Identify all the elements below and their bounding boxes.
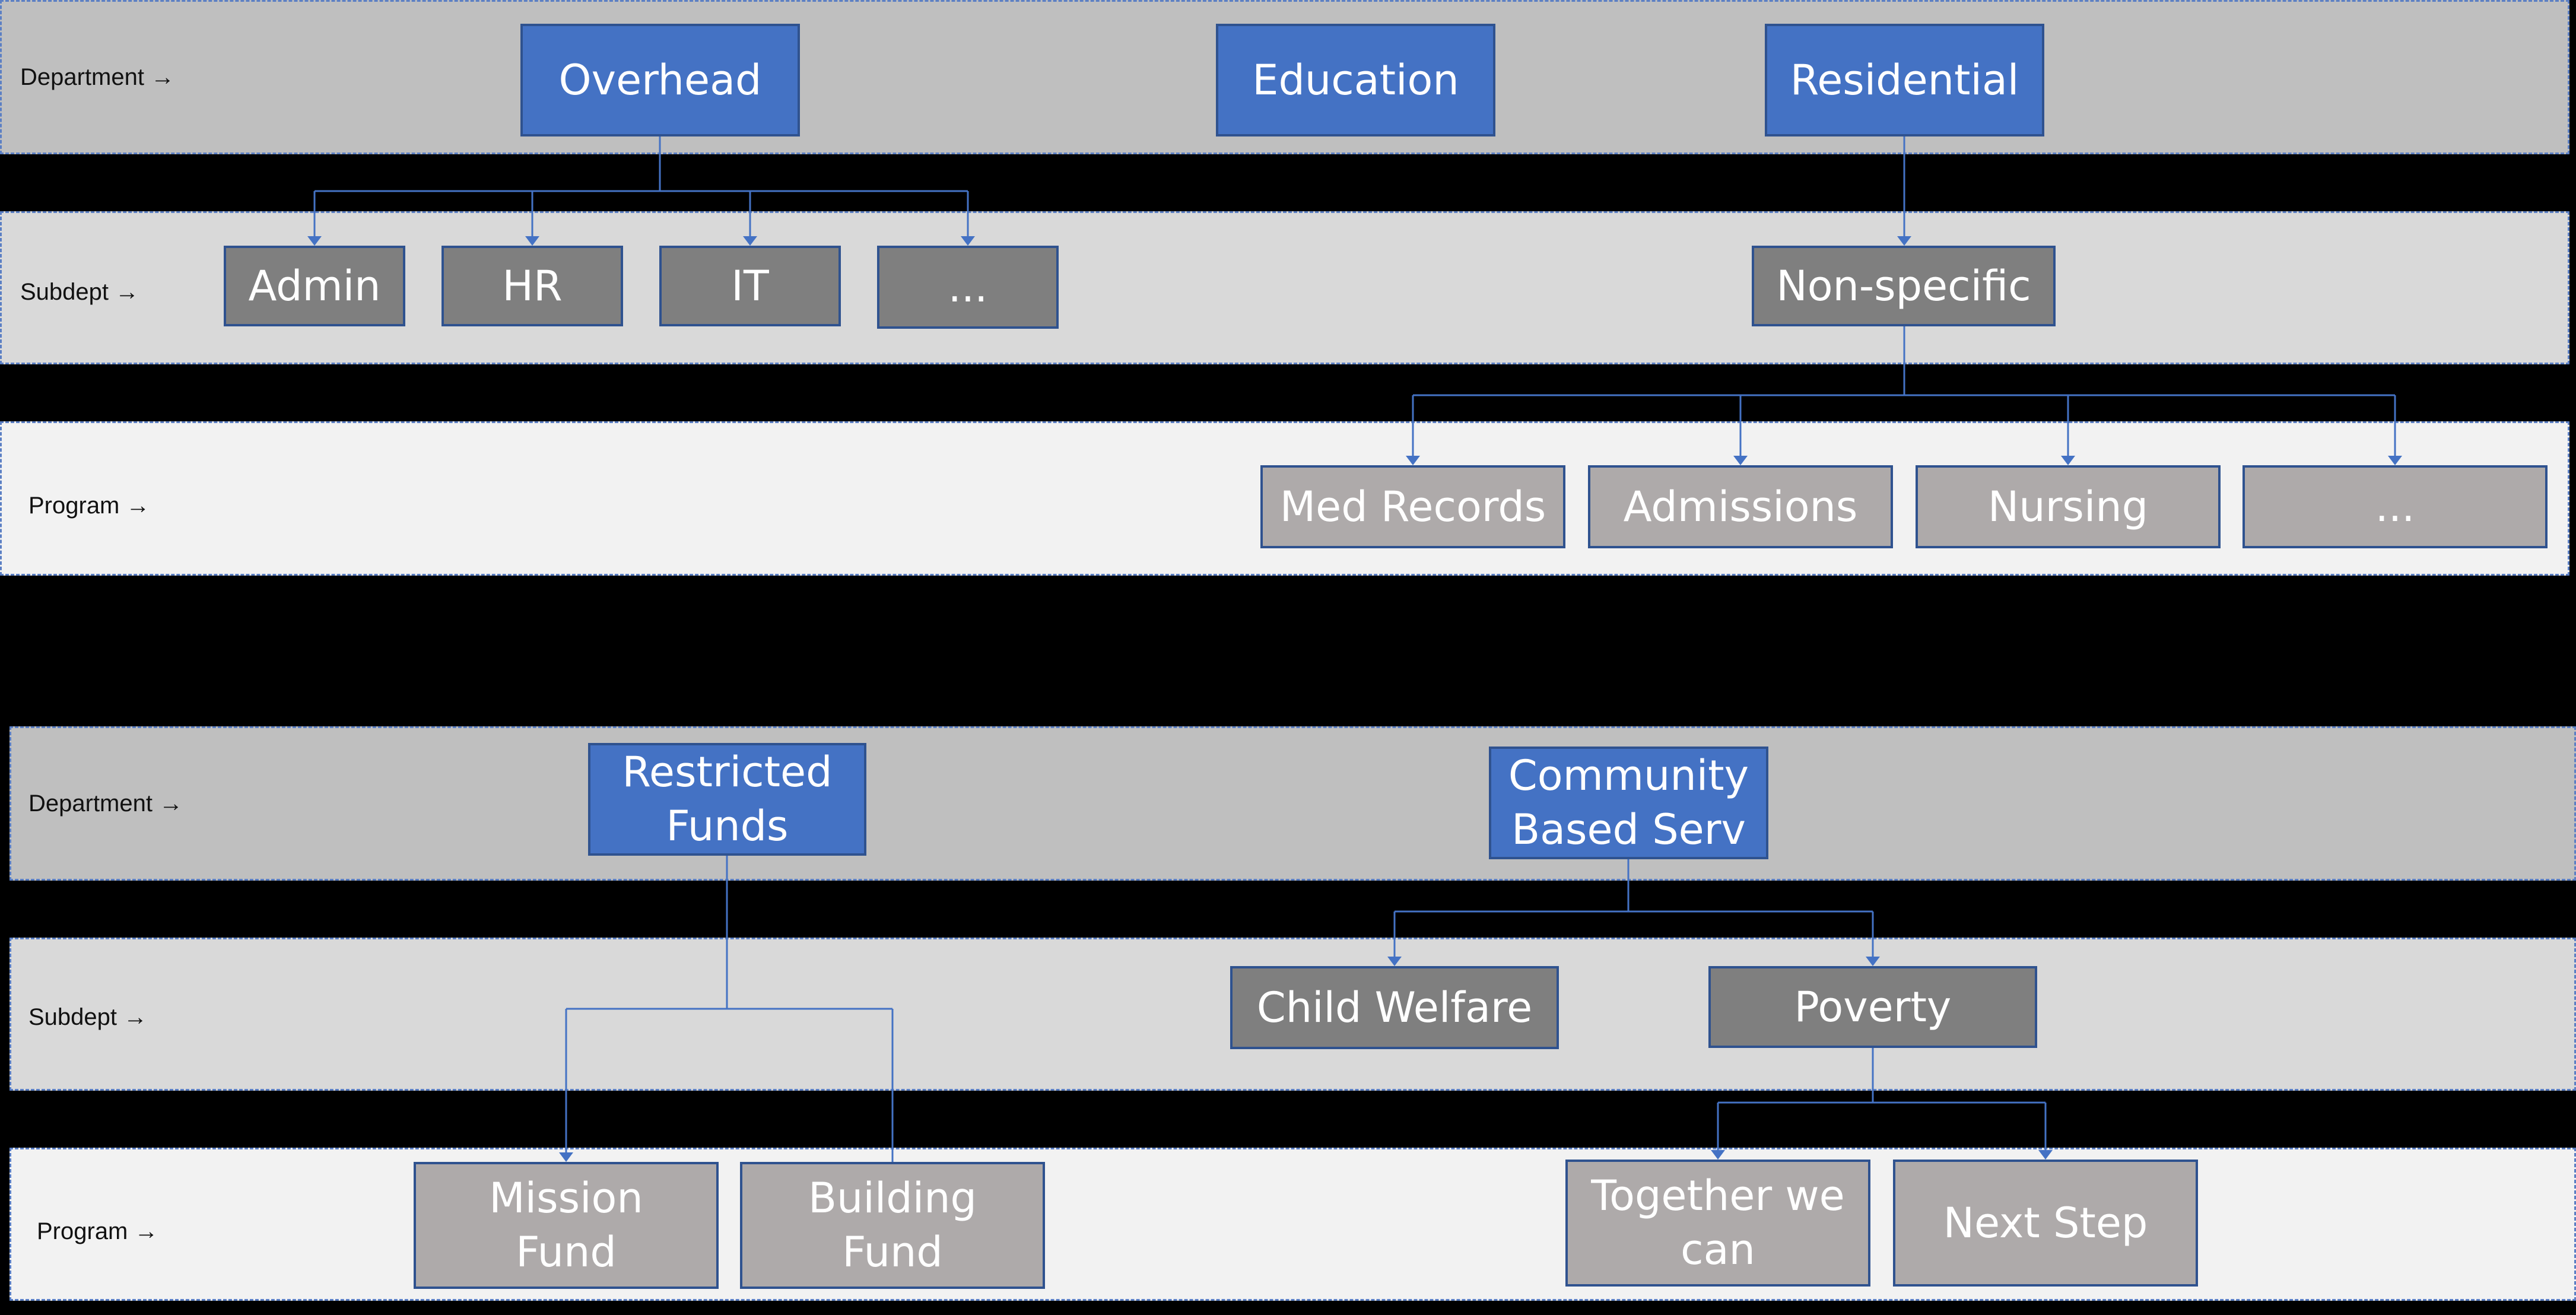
node-community-based-serv: Community Based Serv: [1489, 747, 1768, 859]
node-nonspecific: Non-specific: [1752, 246, 2056, 326]
node-together-we-can: Together we can: [1565, 1160, 1870, 1287]
node-building-fund: Building Fund: [740, 1162, 1045, 1289]
node-medrecords: Med Records: [1260, 465, 1565, 548]
band-label-program-1: Program →: [28, 493, 150, 519]
node-ellipsis-1: ...: [877, 246, 1059, 329]
node-admissions: Admissions: [1588, 465, 1893, 548]
node-poverty: Poverty: [1708, 966, 2037, 1048]
node-admin: Admin: [224, 246, 405, 326]
node-restricted-funds: Restricted Funds: [588, 743, 866, 856]
node-nursing: Nursing: [1916, 465, 2221, 548]
node-hr: HR: [441, 246, 623, 326]
node-mission-fund: Mission Fund: [414, 1162, 719, 1289]
node-ellipsis-2: ...: [2243, 465, 2548, 548]
node-it: IT: [659, 246, 841, 326]
band-label-department-2: Department →: [28, 790, 183, 817]
node-overhead: Overhead: [520, 24, 800, 136]
band-label-program-2: Program →: [37, 1218, 158, 1244]
node-education: Education: [1216, 24, 1495, 136]
node-next-step: Next Step: [1893, 1160, 2198, 1287]
band-label-subdept-2: Subdept →: [28, 1004, 148, 1030]
band-label-department-1: Department →: [20, 64, 175, 90]
band-department-2: [9, 726, 2576, 881]
node-child-welfare: Child Welfare: [1230, 966, 1559, 1049]
band-label-subdept-1: Subdept →: [20, 279, 139, 305]
node-residential: Residential: [1765, 24, 2044, 136]
